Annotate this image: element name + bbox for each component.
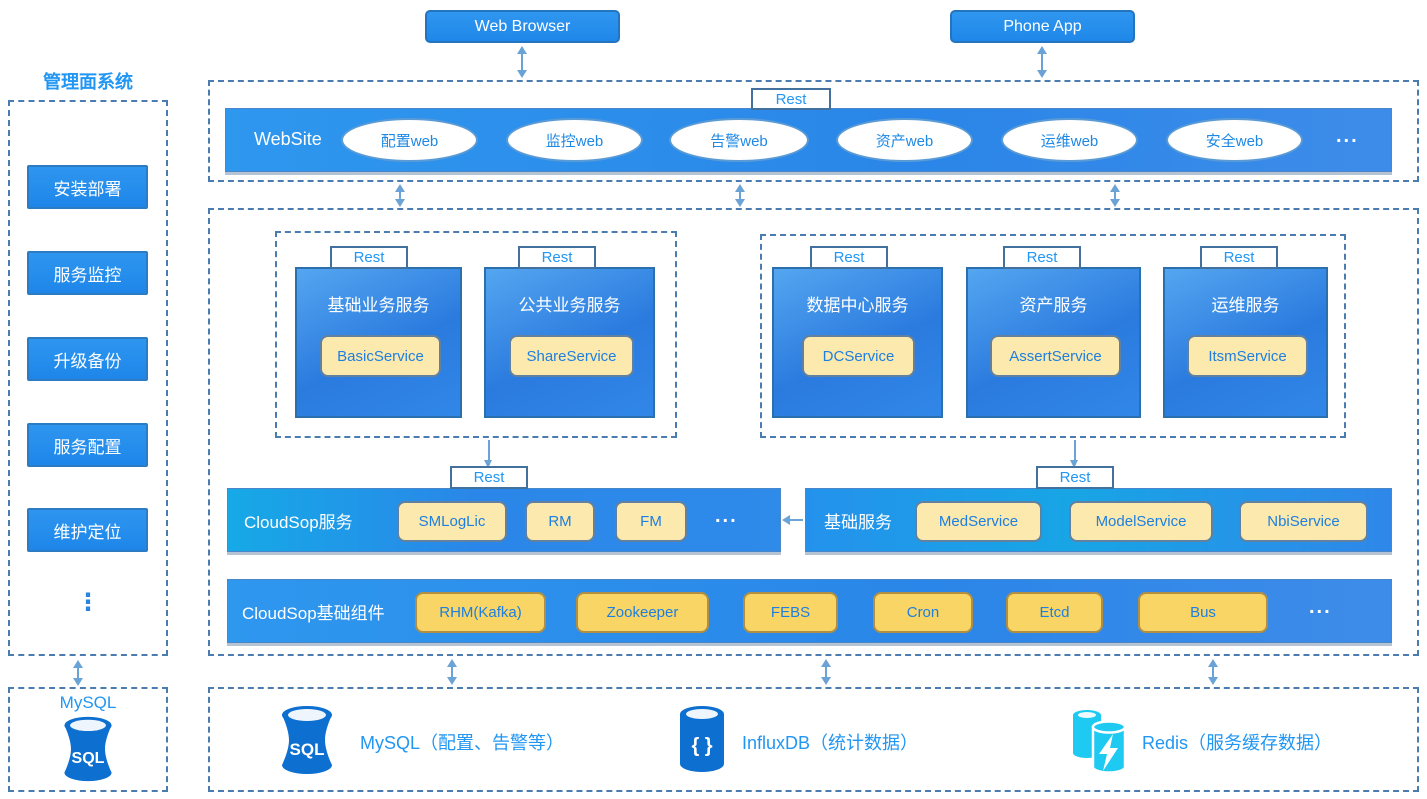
service-chip-itsmservice: ItsmService (1187, 335, 1308, 377)
web-oval-alarm: 告警web (669, 118, 809, 162)
web-oval-security: 安全web (1166, 118, 1303, 162)
rest-tab-share-service: Rest (518, 246, 596, 269)
cloudsop-bar-ellipsis: ... (715, 505, 738, 527)
chip-zookeeper: Zookeeper (576, 592, 709, 633)
arrow-website-services-3 (1110, 184, 1120, 207)
chip-fm: FM (615, 501, 687, 542)
cloudsop-components-bar-label: CloudSop基础组件 (242, 604, 385, 623)
chip-febs: FEBS (743, 592, 838, 633)
influxdb-icon: { } (680, 706, 724, 772)
chip-rm: RM (525, 501, 595, 542)
phone-app-node: Phone App (950, 10, 1135, 43)
rest-tab-website: Rest (751, 88, 831, 110)
service-chip-shareservice: ShareService (509, 335, 634, 377)
sidebar-title: 管理面系统 (43, 72, 133, 92)
mysql-db-icon-text: SQL (72, 749, 105, 767)
sidebar-item-service-monitor: 服务监控 (27, 251, 148, 295)
datastore-redis-label: Redis（服务缓存数据） (1142, 733, 1333, 753)
datastore-panel: SQL MySQL（配置、告警等） { } InfluxDB（统计数据） (208, 687, 1419, 792)
arrow-services-to-db-1 (447, 659, 457, 685)
arrow-group2-to-base (1071, 440, 1077, 468)
influxdb-icon-text: { } (691, 735, 712, 757)
sidebar-item-service-config: 服务配置 (27, 423, 148, 467)
service-box-asset-title: 资产服务 (1019, 296, 1088, 315)
mysql-db-icon: SQL (64, 716, 112, 782)
service-box-ops-title: 运维服务 (1211, 296, 1280, 315)
cloudsop-service-bar-label: CloudSop服务 (244, 513, 353, 532)
service-box-datacenter: 数据中心服务 DCService (772, 267, 943, 418)
service-chip-dcservice: DCService (802, 335, 915, 377)
datastore-mysql-label: MySQL（配置、告警等） (360, 733, 565, 753)
chip-smloglic: SMLogLic (397, 501, 507, 542)
rest-tab-dc-service: Rest (810, 246, 888, 269)
services-panel (208, 208, 1419, 656)
redis-icon (1073, 710, 1127, 774)
arrow-services-to-db-2 (821, 659, 831, 685)
domain-services-group (760, 234, 1346, 438)
sidebar-panel (8, 100, 168, 656)
rest-tab-base-bar: Rest (1036, 466, 1114, 489)
rest-tab-itsm-service: Rest (1200, 246, 1278, 269)
chip-rhm-kafka: RHM(Kafka) (415, 592, 546, 633)
sidebar-more-ellipsis: ⋮ (76, 589, 100, 616)
sidebar-item-upgrade-backup: 升级备份 (27, 337, 148, 381)
website-bar-ellipsis: ... (1336, 125, 1359, 147)
arrow-website-services-1 (395, 184, 405, 207)
cloudsop-service-bar: CloudSop服务 SMLogLic RM FM ... (227, 488, 781, 552)
sidebar-item-maintenance-locate: 维护定位 (27, 508, 148, 552)
website-bar-label: WebSite (254, 129, 322, 149)
arrow-sidebar-to-mysql (73, 660, 83, 686)
rest-tab-assert-service: Rest (1003, 246, 1081, 269)
arrow-browser-to-website (517, 46, 527, 78)
rest-tab-cloudsop-bar: Rest (450, 466, 528, 489)
rest-tab-basic-service: Rest (330, 246, 408, 269)
business-services-group (275, 231, 677, 438)
base-service-bar: 基础服务 MedService ModelService NbiService (805, 488, 1392, 552)
sidebar-item-install-deploy: 安装部署 (27, 165, 148, 209)
chip-modelservice: ModelService (1069, 501, 1213, 542)
web-browser-node: Web Browser (425, 10, 620, 43)
components-bar-ellipsis: ... (1309, 596, 1332, 618)
chip-bus: Bus (1138, 592, 1268, 633)
lightning-bolt-icon (1099, 734, 1118, 771)
mysql-db-icon: SQL (282, 706, 332, 774)
service-box-asset: 资产服务 AssertService (966, 267, 1141, 418)
cloudsop-components-bar: CloudSop基础组件 RHM(Kafka) Zookeeper FEBS C… (227, 579, 1392, 643)
base-service-bar-label: 基础服务 (824, 513, 892, 532)
service-box-basic: 基础业务服务 BasicService (295, 267, 462, 418)
chip-etcd: Etcd (1006, 592, 1103, 633)
arrow-phone-to-website (1037, 46, 1047, 78)
arrow-services-to-db-3 (1208, 659, 1218, 685)
website-bar: WebSite 配置web 监控web 告警web 资产web 运维web 安全… (225, 108, 1392, 172)
sidebar-mysql-panel: MySQL SQL (8, 687, 168, 792)
mysql-db-icon-text: SQL (290, 740, 325, 759)
datastore-redis (1065, 701, 1131, 784)
arrow-website-services-2 (735, 184, 745, 207)
web-oval-config: 配置web (341, 118, 478, 162)
service-box-share: 公共业务服务 ShareService (484, 267, 655, 418)
service-chip-basicservice: BasicService (320, 335, 441, 377)
arrow-base-to-cloudsop (782, 515, 803, 525)
chip-cron: Cron (873, 592, 973, 633)
service-box-datacenter-title: 数据中心服务 (806, 296, 909, 315)
datastore-influxdb: { } (674, 704, 730, 781)
chip-medservice: MedService (915, 501, 1042, 542)
datastore-influxdb-label: InfluxDB（统计数据） (742, 733, 919, 753)
website-panel (208, 80, 1419, 182)
arrow-group1-to-cloudsop (485, 440, 491, 468)
chip-nbiservice: NbiService (1239, 501, 1368, 542)
service-box-share-title: 公共业务服务 (518, 296, 621, 315)
service-box-basic-title: 基础业务服务 (327, 296, 430, 315)
service-box-ops: 运维服务 ItsmService (1163, 267, 1328, 418)
datastore-mysql: SQL (276, 704, 338, 781)
web-oval-ops: 运维web (1001, 118, 1138, 162)
web-oval-asset: 资产web (836, 118, 973, 162)
sidebar-mysql-label: MySQL (59, 693, 117, 712)
service-chip-assertservice: AssertService (990, 335, 1121, 377)
web-oval-monitor: 监控web (506, 118, 643, 162)
